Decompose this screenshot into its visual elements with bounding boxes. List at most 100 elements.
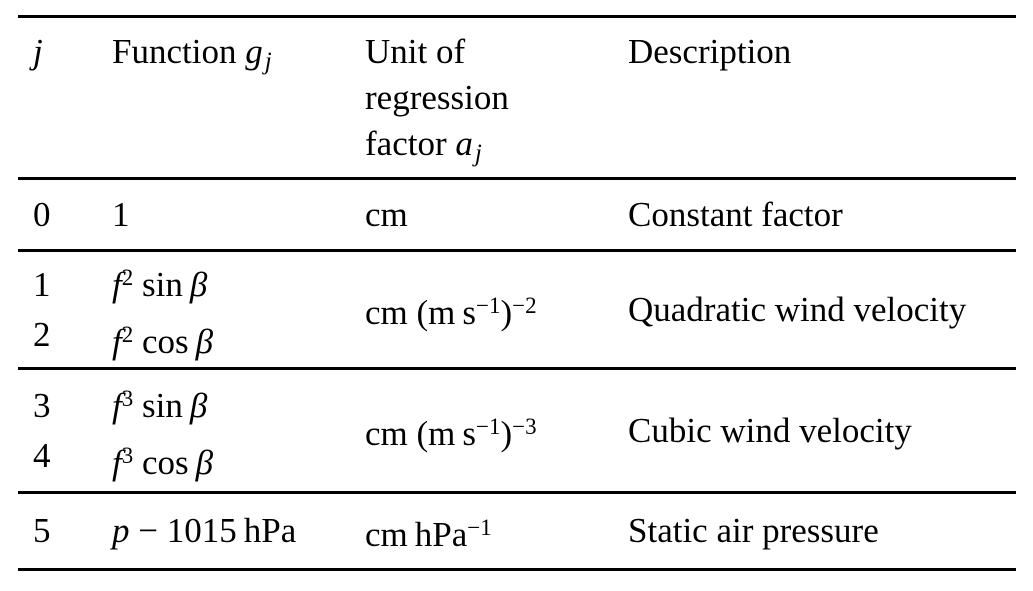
description-value: Quadratic wind velocity bbox=[628, 285, 1016, 335]
math-token: f bbox=[112, 385, 122, 425]
math-token: 2 bbox=[121, 264, 134, 290]
function-value: p − 1015 hPa bbox=[112, 506, 365, 556]
math-token: β bbox=[195, 321, 214, 361]
math-token: j bbox=[474, 140, 482, 167]
math-token: 2 bbox=[33, 314, 51, 354]
math-token: − 1015 hPa bbox=[129, 511, 297, 550]
header-cell-j: j bbox=[18, 18, 112, 177]
function-value: f3 sin β bbox=[112, 374, 365, 431]
math-token: cm hPa bbox=[365, 514, 468, 554]
math-token: 2 bbox=[121, 321, 134, 347]
cell-description-band2: Cubic wind velocity bbox=[628, 370, 1016, 491]
cell-unit-band1: cm (m s−1)−2 bbox=[365, 252, 628, 367]
j-value: 2 bbox=[33, 310, 112, 360]
band2-divider-rule bbox=[18, 491, 1016, 494]
math-token: β bbox=[189, 385, 208, 425]
math-token: β bbox=[195, 442, 214, 482]
header-function-label: Function gj bbox=[112, 29, 365, 85]
header-unit-line-1: Unit of bbox=[365, 29, 628, 75]
math-token: Constant factor bbox=[628, 194, 843, 234]
header-j-label: j bbox=[33, 29, 112, 75]
header-cell-function: Function gj bbox=[112, 18, 365, 177]
description-value: Constant factor bbox=[628, 190, 1016, 240]
cell-unit-band2: cm (m s−1)−3 bbox=[365, 370, 628, 491]
math-token: sin bbox=[133, 385, 190, 425]
description-value: Cubic wind velocity bbox=[628, 406, 1016, 456]
math-token: p bbox=[112, 511, 130, 550]
math-token: Function bbox=[112, 32, 246, 71]
unit-value: cm (m s−1)−2 bbox=[365, 281, 628, 338]
math-token: −1 bbox=[467, 514, 492, 540]
regression-factors-table: j Function gj Unit of regression factor … bbox=[18, 15, 1016, 571]
header-description-label: Description bbox=[628, 29, 1016, 75]
math-token: sin bbox=[133, 264, 190, 304]
math-token: β bbox=[189, 264, 208, 304]
cell-function-band2: f3 sin β f3 cos β bbox=[112, 370, 365, 491]
math-token: f bbox=[112, 264, 122, 304]
j-value: 4 bbox=[33, 431, 112, 481]
j-value: 1 bbox=[33, 260, 112, 310]
cell-unit-band0: cm bbox=[365, 180, 628, 249]
math-token: cm bbox=[365, 194, 408, 234]
math-token: Cubic wind velocity bbox=[628, 410, 912, 450]
math-token: g bbox=[245, 32, 263, 71]
math-token: j bbox=[33, 32, 43, 71]
band0-divider-rule bbox=[18, 249, 1016, 252]
description-value: Static air pressure bbox=[628, 506, 1016, 556]
cell-j-band1: 1 2 bbox=[18, 252, 112, 367]
math-token: −2 bbox=[512, 293, 537, 318]
paper-page: j Function gj Unit of regression factor … bbox=[18, 15, 1016, 571]
j-value: 0 bbox=[33, 190, 112, 240]
cell-function-band3: p − 1015 hPa bbox=[112, 494, 365, 568]
j-value: 3 bbox=[33, 381, 112, 431]
math-token: 3 bbox=[121, 385, 134, 411]
math-token: 0 bbox=[33, 194, 51, 234]
math-token: 3 bbox=[121, 442, 134, 468]
math-token: ) bbox=[500, 293, 513, 332]
math-token: Quadratic wind velocity bbox=[628, 289, 967, 329]
cell-unit-band3: cm hPa−1 bbox=[365, 494, 628, 568]
math-token: −3 bbox=[512, 414, 537, 439]
unit-value: cm (m s−1)−3 bbox=[365, 402, 628, 459]
math-token: Static air pressure bbox=[628, 511, 879, 550]
cell-description-band0: Constant factor bbox=[628, 180, 1016, 249]
header-cell-unit: Unit of regression factor aj bbox=[365, 18, 628, 177]
math-token: 5 bbox=[33, 511, 51, 550]
unit-value: cm hPa−1 bbox=[365, 503, 628, 560]
math-token: cm (m s bbox=[365, 293, 477, 332]
math-token: factor bbox=[365, 124, 456, 163]
math-token: −1 bbox=[476, 293, 501, 318]
band1-divider-rule bbox=[18, 367, 1016, 370]
math-token: j bbox=[264, 48, 272, 75]
math-token: Unit of bbox=[365, 32, 466, 71]
math-token: ) bbox=[500, 414, 513, 453]
math-token: f bbox=[112, 442, 122, 482]
cell-j-band2: 3 4 bbox=[18, 370, 112, 491]
math-token: regression bbox=[365, 78, 509, 117]
cell-function-band0: 1 bbox=[112, 180, 365, 249]
header-unit-line-3: factor aj bbox=[365, 121, 628, 177]
math-token: f bbox=[112, 321, 122, 361]
math-token: 4 bbox=[33, 435, 51, 475]
function-value: f2 cos β bbox=[112, 310, 365, 367]
unit-value: cm bbox=[365, 190, 628, 240]
function-value: 1 bbox=[112, 190, 365, 240]
math-token: 3 bbox=[33, 385, 51, 425]
math-token: Description bbox=[628, 32, 792, 71]
j-value: 5 bbox=[33, 506, 112, 556]
header-divider-rule bbox=[18, 177, 1016, 180]
cell-description-band1: Quadratic wind velocity bbox=[628, 252, 1016, 367]
cell-description-band3: Static air pressure bbox=[628, 494, 1016, 568]
cell-function-band1: f2 sin β f2 cos β bbox=[112, 252, 365, 367]
math-token: 1 bbox=[112, 194, 130, 234]
header-unit-line-2: regression bbox=[365, 75, 628, 121]
cell-j-band0: 0 bbox=[18, 180, 112, 249]
math-token: cos bbox=[133, 321, 196, 361]
math-token: cm (m s bbox=[365, 414, 477, 453]
math-token: 1 bbox=[33, 264, 51, 304]
cell-j-band3: 5 bbox=[18, 494, 112, 568]
math-token: −1 bbox=[476, 414, 501, 439]
math-token: cos bbox=[133, 442, 196, 482]
math-token: a bbox=[455, 124, 473, 163]
function-value: f2 sin β bbox=[112, 253, 365, 310]
